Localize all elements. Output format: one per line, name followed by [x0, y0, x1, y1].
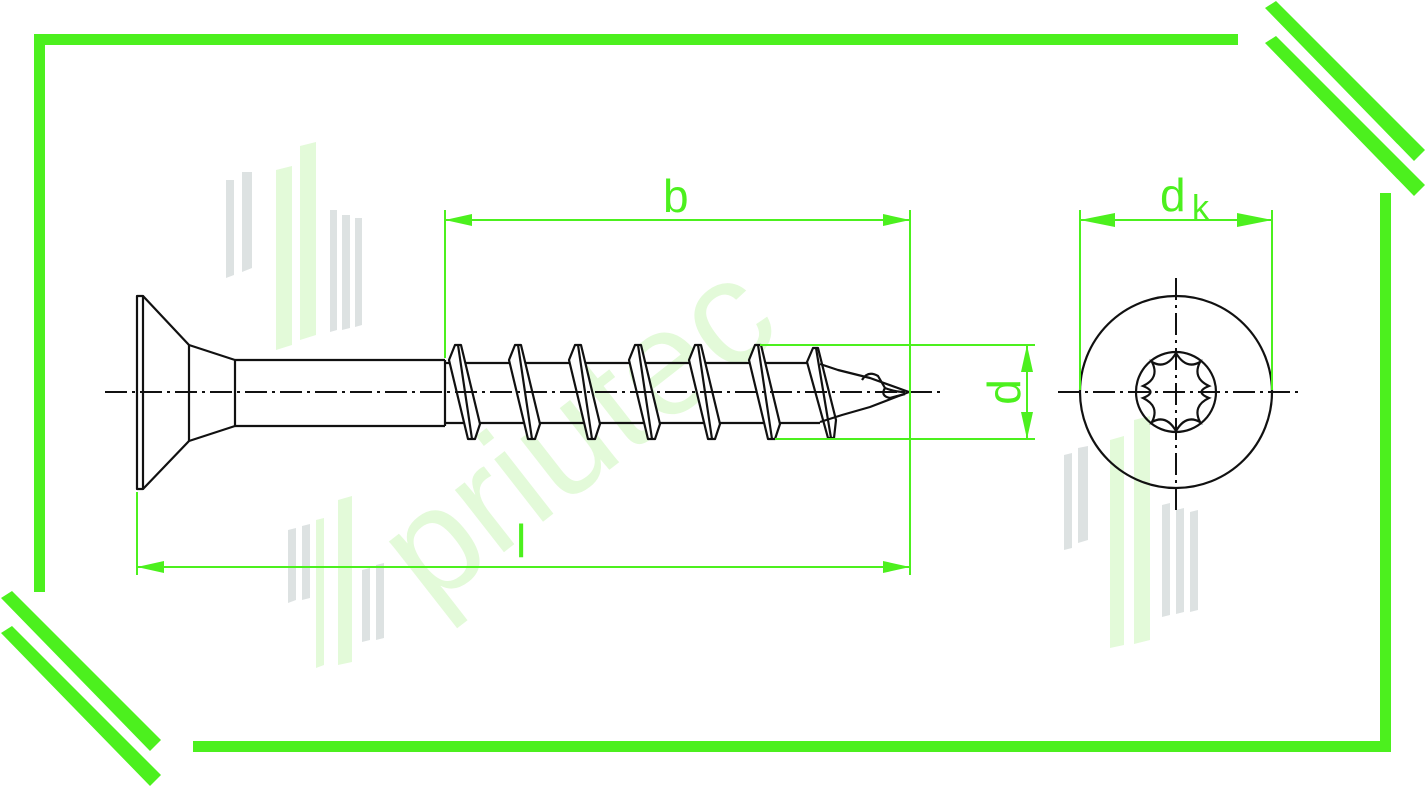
dimension-dk: d k [1079, 169, 1273, 390]
watermark-text: priutec [346, 226, 804, 636]
dimension-d-label: d [978, 379, 1030, 405]
dimension-d: d [760, 344, 1035, 440]
watermark-stripes-right [1064, 416, 1198, 648]
dimension-l: l [136, 492, 910, 575]
frame-left [34, 34, 45, 592]
dimension-b: b [444, 170, 911, 575]
dimension-l-label: l [516, 515, 526, 567]
watermark-stripes-left [226, 142, 362, 350]
frame-top [34, 34, 1238, 45]
dimension-dk-label: d [1160, 169, 1186, 221]
screw-head-cone [142, 295, 237, 490]
watermark-stripes-bottom [288, 496, 384, 668]
frame-corner-bl-stripe-2 [1, 626, 161, 786]
frame-corner-bl-stripe-1 [1, 591, 161, 751]
frame-corner-tr-stripe-2 [1265, 36, 1425, 196]
dimensions: b l d d k [136, 169, 1273, 575]
frame-corner-tr-stripe-1 [1265, 1, 1425, 161]
frame-right [1380, 193, 1391, 751]
dimension-dk-subscript: k [1192, 189, 1210, 227]
frame-bottom [193, 741, 1391, 752]
screw-top-view [1058, 278, 1300, 510]
dimension-b-label: b [663, 170, 689, 222]
screw-side-view [105, 294, 945, 491]
